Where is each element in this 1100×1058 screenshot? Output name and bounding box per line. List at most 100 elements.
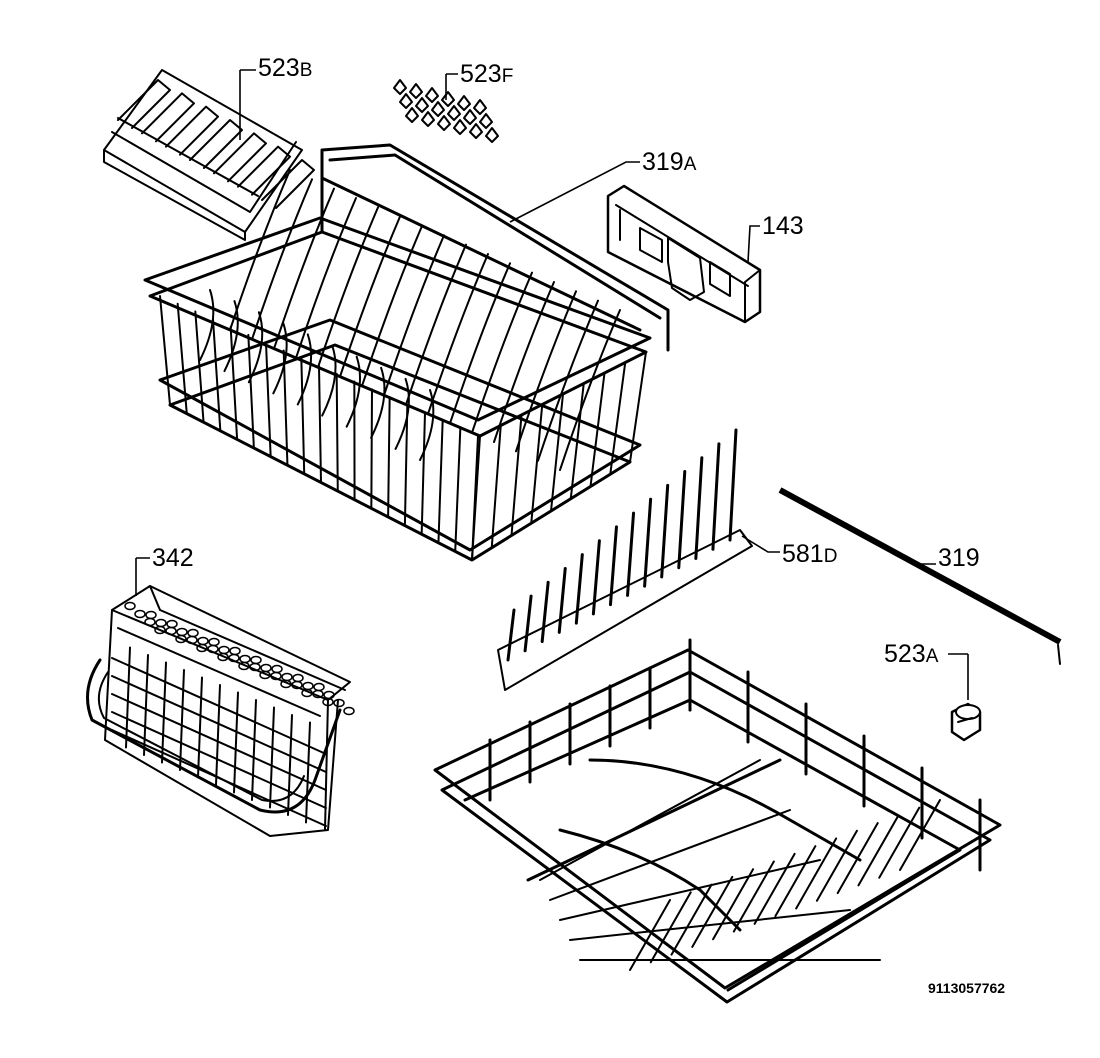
basket-hole [175, 634, 187, 644]
clip [453, 119, 467, 135]
cutlery-basket-342 [86, 585, 355, 837]
basket-grid [197, 676, 203, 779]
strip-tine [189, 119, 243, 169]
basket-hole [144, 617, 156, 627]
basket-grid [161, 661, 167, 764]
basket-tine [361, 225, 423, 387]
basket-hole [322, 697, 334, 707]
basket-hole [228, 653, 240, 663]
basket-hole [165, 626, 177, 636]
clip [463, 109, 477, 125]
basket-wire [569, 382, 585, 500]
lattice-wire [569, 909, 851, 941]
basket-hole [270, 671, 282, 681]
basket-wire [471, 435, 481, 561]
rack-tine [643, 497, 653, 588]
basket-tine [317, 206, 379, 369]
clip [421, 111, 435, 127]
clip [441, 91, 455, 107]
clip [405, 107, 419, 123]
clip [469, 123, 483, 139]
basket-wire [530, 403, 544, 525]
basket-hole [333, 698, 345, 708]
basket-hole [281, 672, 293, 682]
lattice-wire [559, 859, 821, 921]
basket-wire [159, 295, 171, 406]
label-523f: 523F [460, 62, 513, 87]
basket-tine [537, 299, 599, 462]
basket-tine [251, 178, 313, 341]
basket-hole [291, 680, 303, 690]
basket-wire [265, 341, 272, 458]
basket-tine [339, 215, 401, 378]
basket-wire [282, 349, 289, 467]
basket-wire [490, 424, 502, 549]
basket-wire [629, 351, 647, 463]
lattice-wire [691, 875, 734, 948]
basket-grid [287, 714, 293, 816]
basket-tine [295, 197, 357, 359]
label-319a: 319A [642, 150, 696, 175]
basket-hole [343, 706, 355, 716]
lattice-wire [857, 814, 900, 887]
part-number: 523 [884, 640, 926, 668]
basket-grid [143, 654, 149, 756]
basket-grid [111, 711, 327, 809]
basket-grid [251, 699, 257, 801]
part-number: 581 [782, 540, 824, 568]
lattice-wire [629, 899, 671, 971]
part-number: 319 [938, 544, 980, 572]
basket-hole [249, 662, 261, 672]
basket-wire [437, 419, 444, 544]
rack-tine [608, 525, 618, 607]
basket-hole [323, 690, 335, 700]
basket-grid [125, 646, 131, 749]
clip [409, 83, 423, 99]
basket-wire [609, 361, 627, 476]
part-suffix: F [501, 66, 514, 87]
basket-tine [394, 377, 410, 450]
basket-tine [345, 355, 361, 428]
basket-hole [176, 627, 188, 637]
lattice-wire [549, 809, 791, 901]
basket-grid [111, 729, 327, 827]
basket-tine [471, 271, 533, 434]
basket-tine [419, 389, 435, 461]
lattice-wire [815, 829, 858, 902]
basket-hole [229, 646, 241, 656]
lower-basket [433, 638, 1002, 1004]
leader-lines [135, 69, 969, 700]
basket-hole [280, 679, 292, 689]
basket-hole [187, 628, 199, 638]
basket-tine [273, 187, 335, 350]
part-number: 319 [642, 148, 684, 176]
clip [473, 99, 487, 115]
drawing-reference-number: 9113057762 [928, 980, 1006, 996]
basket-hole [155, 618, 167, 628]
label-143: 143 [762, 214, 804, 239]
upper-basket [143, 143, 670, 562]
clip [431, 101, 445, 117]
basket-hole [186, 635, 198, 645]
strip-tine [237, 145, 291, 196]
clip [393, 79, 407, 95]
strip-tine [141, 92, 195, 143]
rack-tine [677, 470, 687, 570]
basket-hole [302, 681, 314, 691]
basket-grid [111, 675, 327, 773]
basket-grid [233, 691, 239, 794]
basket-hole [312, 689, 324, 699]
basket-wire [550, 393, 564, 512]
tine-strip-523b [103, 69, 315, 241]
part-suffix: D [823, 546, 838, 567]
basket-hole [207, 644, 219, 654]
rack-tine [694, 456, 704, 560]
lattice-wire [712, 868, 755, 941]
basket-hole [271, 664, 283, 674]
part-suffix: A [925, 646, 939, 667]
clip [425, 87, 439, 103]
lattice-wire [899, 799, 941, 871]
rack-tine [523, 594, 533, 653]
rack-tine [591, 539, 601, 616]
rail-strip-319 [778, 487, 1062, 665]
